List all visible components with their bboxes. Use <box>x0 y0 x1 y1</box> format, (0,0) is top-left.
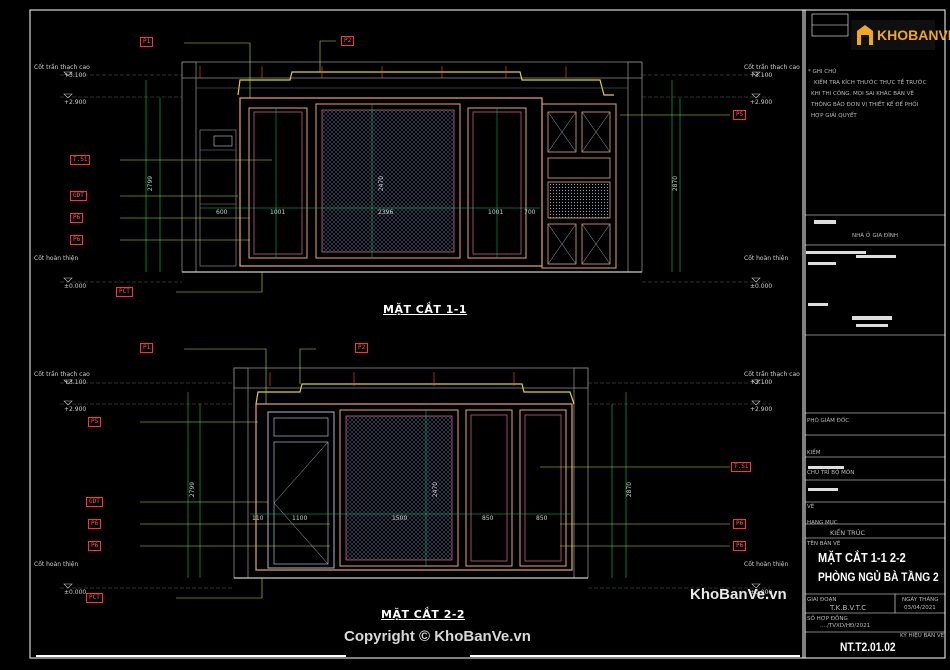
tag-p6: P6 <box>70 235 84 245</box>
phase-value: T.K.B.V.T.C <box>830 604 867 612</box>
section-1-1 <box>60 40 770 293</box>
site-watermark: KhoBanVe.vn <box>690 586 787 603</box>
date-label: NGÀY THÁNG <box>902 597 939 603</box>
project-name: NHÀ Ở GIA ĐÌNH <box>852 233 899 239</box>
level-label: Cốt hoàn thiện <box>34 255 79 262</box>
dimension: 2470 <box>432 481 440 498</box>
phase-label: GIAI ĐOẠN <box>807 597 837 603</box>
notes-line: THÔNG BÁO ĐƠN VỊ THIẾT KẾ ĐỂ PHỐI <box>811 102 919 108</box>
dimension: 2870 <box>672 175 680 192</box>
tag-p1: P1 <box>140 343 154 353</box>
logo-mark-icon <box>857 25 873 45</box>
dimension: 850 <box>482 515 494 522</box>
tag-gdt: GDT <box>86 497 103 507</box>
dimension: 2396 <box>378 209 394 216</box>
dimension: 2799 <box>147 175 155 192</box>
section-2-title: MẶT CẮT 2-2 <box>381 608 466 621</box>
tag-ts1: T.S1 <box>731 462 752 472</box>
drawing-name-line2: PHÒNG NGỦ BÀ TẦNG 2 <box>818 570 939 584</box>
level-value: ±0.000 <box>64 589 87 596</box>
tag-ts1: T.S1 <box>70 155 91 165</box>
tag-gdt: GDT <box>70 191 87 201</box>
dimension: 1500 <box>392 515 408 522</box>
tag-p2: P2 <box>341 36 355 46</box>
notes-heading: * GHI CHÚ <box>808 69 837 75</box>
tag-p1: P1 <box>140 37 154 47</box>
drawing-name-line1: MẶT CẮT 1-1 2-2 <box>818 550 906 565</box>
dimension: 1001 <box>488 209 504 216</box>
dimension: 700 <box>524 209 536 216</box>
hang-muc-value: KIẾN TRÚC <box>830 529 865 537</box>
dimension: 600 <box>216 209 228 216</box>
tag-p6: P6 <box>70 213 84 223</box>
sheet-label: KÝ HIỆU BẢN VẼ <box>900 633 945 639</box>
level-label: Cốt trần thạch cao <box>34 371 90 378</box>
level-label: Cốt hoàn thiện <box>744 561 789 568</box>
notes-line: HỢP GIẢI QUYẾT <box>811 113 857 119</box>
tag-p6: P6 <box>733 541 747 551</box>
tag-p6: P6 <box>88 541 102 551</box>
level-label: Cốt trần thạch cao <box>744 371 800 378</box>
section-2-2 <box>60 348 770 599</box>
row-label: CHỦ TRÌ BỘ MÔN <box>807 470 855 476</box>
drawing-name-label: TÊN BẢN VẼ <box>807 541 841 547</box>
logo-text: KHOBANVE <box>877 27 950 43</box>
level-value: ±0.000 <box>64 283 87 290</box>
level-value: +2.900 <box>750 406 773 413</box>
level-value: ±0.000 <box>750 589 773 596</box>
sheet-border <box>29 9 946 659</box>
tag-p6: P6 <box>88 519 102 529</box>
dimension: 2870 <box>626 481 634 498</box>
level-value: +3.100 <box>64 379 87 386</box>
date-value: 03/04/2021 <box>904 605 936 611</box>
tag-pct: PCT <box>116 287 133 297</box>
level-label: Cốt hoàn thiện <box>34 561 79 568</box>
level-value: +3.100 <box>750 379 773 386</box>
sheet-number: NT.T2.01.02 <box>840 640 896 654</box>
notes-line: KIỂM TRA KÍCH THƯỚC THỰC TẾ TRƯỚC <box>814 80 927 86</box>
contract-value: ..../TVXD/HĐ/2021 <box>820 623 871 629</box>
level-value: +2.900 <box>750 99 773 106</box>
dimension: 2799 <box>189 481 197 498</box>
row-label: KIỂM <box>807 450 821 456</box>
notes-line: KHI THI CÔNG. MỌI SAI KHÁC BẢN VẼ <box>811 91 914 97</box>
level-label: Cốt trần thạch cao <box>34 64 90 71</box>
row-label: PHÓ GIÁM ĐỐC <box>807 418 850 424</box>
tag-p5: P5 <box>733 110 747 120</box>
level-value: +2.900 <box>64 406 87 413</box>
level-value: +3.100 <box>64 72 87 79</box>
tag-p2: P2 <box>355 343 369 353</box>
tag-p5: P5 <box>88 417 102 427</box>
level-value: +3.100 <box>750 72 773 79</box>
dimension: 1001 <box>270 209 286 216</box>
dimension: 110 <box>252 515 264 522</box>
contract-label: SỐ HỢP ĐỒNG <box>807 616 848 622</box>
brand-logo: KHOBANVE <box>851 20 950 50</box>
tag-p6: P6 <box>733 519 747 529</box>
dimension: 850 <box>536 515 548 522</box>
dimension: 1100 <box>292 515 308 522</box>
dimension: 2470 <box>378 175 386 192</box>
level-label: Cốt hoàn thiện <box>744 255 789 262</box>
level-label: Cốt trần thạch cao <box>744 64 800 71</box>
section-1-title: MẶT CẮT 1-1 <box>383 303 468 316</box>
tag-pct: PCT <box>86 593 103 603</box>
level-value: ±0.000 <box>750 283 773 290</box>
level-value: +2.900 <box>64 99 87 106</box>
row-label: VẼ <box>807 504 815 510</box>
copyright-watermark: Copyright © KhoBanVe.vn <box>344 628 531 645</box>
row-label: HẠNG MỤC <box>807 520 838 526</box>
